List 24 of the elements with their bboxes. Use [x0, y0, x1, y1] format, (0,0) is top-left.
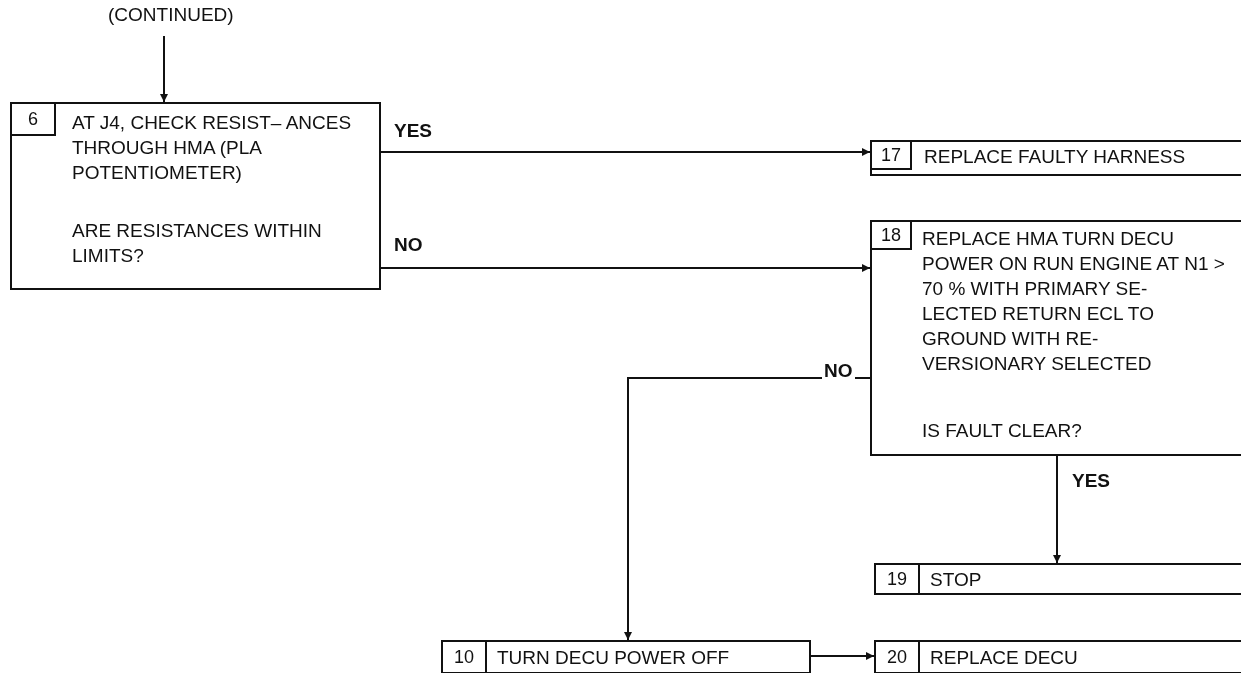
- step-number: 6: [10, 102, 56, 136]
- step-text: REPLACE HMA TURN DECU POWER ON RUN ENGINE AT N1 > 70 % WITH PRIMARY SE- LECTED RETURN ECL TO GROUND WITH RE- VERSIONARY SELECTED: [922, 227, 1226, 376]
- step-text: AT J4, CHECK RESIST– ANCES THROUGH HMA (PLA POTENTIOMETER): [72, 111, 353, 185]
- arrow: [380, 148, 871, 156]
- step-box: [10, 102, 381, 290]
- step-text: REPLACE FAULTY HARNESS: [924, 145, 1187, 169]
- step-text: TURN DECU POWER OFF: [497, 646, 731, 670]
- arrow: [160, 35, 168, 103]
- step-number: 17: [870, 140, 912, 170]
- step-box: [441, 640, 811, 673]
- continuation-label: (CONTINUED): [108, 4, 234, 25]
- step-box: [874, 640, 1241, 673]
- step-number: 18: [870, 220, 912, 250]
- step-text: REPLACE DECU: [930, 646, 1079, 670]
- step-box: [874, 563, 1241, 595]
- arrow: [624, 377, 871, 641]
- step-text: STOP: [930, 568, 983, 592]
- step-box: [870, 140, 1241, 176]
- arrow: [810, 652, 875, 660]
- step-text: IS FAULT CLEAR?: [922, 419, 1083, 443]
- arrow: [1053, 455, 1061, 564]
- arrow: [380, 264, 871, 272]
- step-box: [870, 220, 1241, 456]
- step-text: ARE RESISTANCES WITHIN LIMITS?: [72, 219, 323, 268]
